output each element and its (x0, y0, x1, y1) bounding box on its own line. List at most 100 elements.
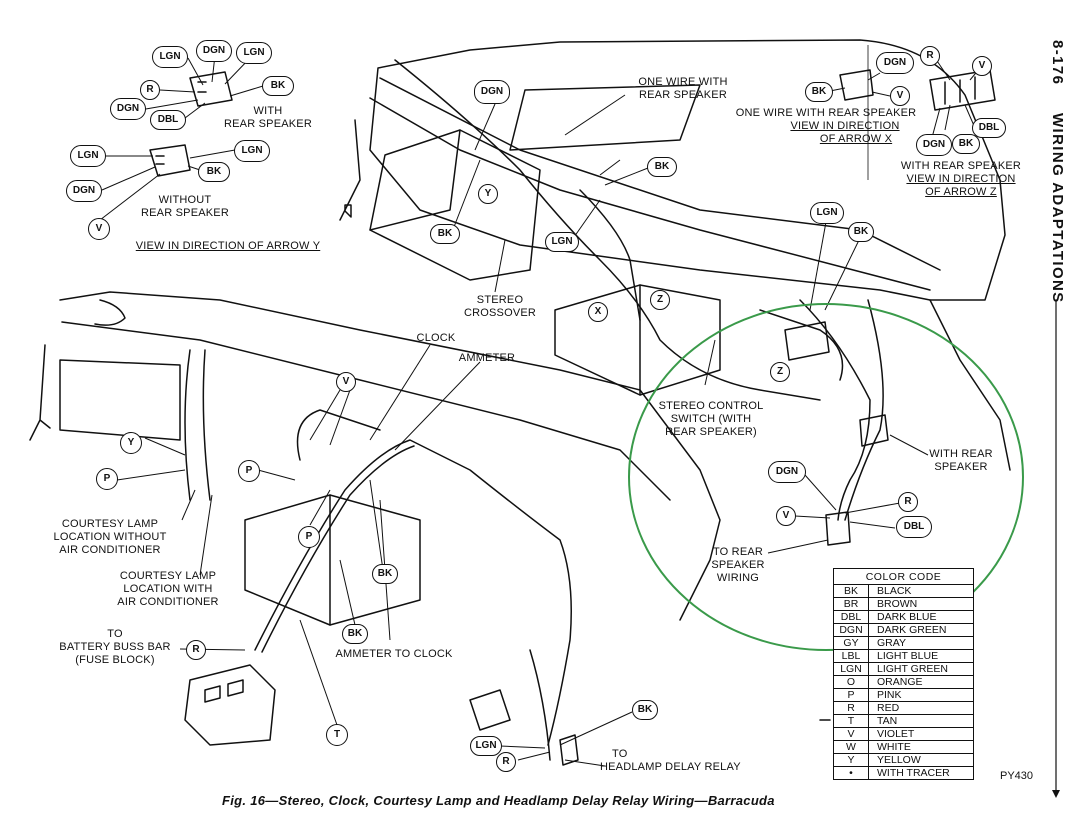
color-abbreviation: P (833, 688, 869, 702)
color-name: DARK GREEN (868, 623, 974, 637)
arrow-z-tag: Z (770, 362, 790, 382)
label-clock: CLOCK (416, 332, 456, 344)
wire-tag-lgn-tracer: LGN (234, 140, 270, 162)
wire-tag-bk: BK (198, 162, 230, 182)
color-abbreviation: LGN (833, 662, 869, 676)
arrow-y-tag: Y (478, 184, 498, 204)
wire-tag-v: V (88, 218, 110, 240)
label-ammeter: AMMETER (458, 352, 516, 364)
wire-tag-t: T (326, 724, 348, 746)
color-abbreviation: BR (833, 597, 869, 611)
color-abbreviation: • (833, 766, 869, 780)
color-name: YELLOW (868, 753, 974, 767)
wire-tag-lgn: LGN (152, 46, 188, 68)
wire-tag-p: P (298, 526, 320, 548)
wire-tag-v: V (776, 506, 796, 526)
wire-tag-bk: BK (848, 222, 874, 242)
arrow-x-tag: X (588, 302, 608, 322)
color-name: BROWN (868, 597, 974, 611)
color-name: GRAY (868, 636, 974, 650)
wire-tag-dgn-tracer: DGN (474, 80, 510, 104)
color-code-title: COLOR CODE (833, 568, 974, 585)
wire-tag-dgn: DGN (876, 52, 914, 74)
wire-tag-dgn: DGN (768, 461, 806, 483)
wire-tag-r: R (920, 46, 940, 66)
section-name: WIRING ADAPTATIONS (1049, 112, 1066, 304)
wire-tag-dgn-tracer: DGN (110, 98, 146, 120)
arrow-z-tag: Z (650, 290, 670, 310)
wire-tag-y: Y (120, 432, 142, 454)
wire-tag-bk: BK (632, 700, 658, 720)
color-abbreviation: T (833, 714, 869, 728)
highlight-ellipse (628, 303, 1024, 651)
label-one-wire-view-x: ONE WIRE WITH REAR SPEAKER VIEW IN DIREC… (735, 107, 917, 145)
color-name: WITH TRACER (868, 766, 974, 780)
wire-tag-dgn: DGN (916, 134, 952, 156)
wire-tag-lgn: LGN (545, 232, 579, 252)
section-number: 8-176 (1049, 40, 1066, 86)
wire-tag-bk: BK (952, 134, 980, 154)
wire-tag-bk: BK (372, 564, 398, 584)
color-name: WHITE (868, 740, 974, 754)
wire-tag-p: P (238, 460, 260, 482)
color-abbreviation: BK (833, 584, 869, 598)
wire-tag-dbl: DBL (972, 118, 1006, 138)
color-abbreviation: V (833, 727, 869, 741)
wire-tag-bk: BK (342, 624, 368, 644)
color-name: ORANGE (868, 675, 974, 689)
wire-tag-lgn-tracer: LGN (236, 42, 272, 64)
wire-tag-v: V (972, 56, 992, 76)
color-abbreviation: DGN (833, 623, 869, 637)
figure-caption: Fig. 16—Stereo, Clock, Courtesy Lamp and… (222, 793, 775, 808)
color-name: PINK (868, 688, 974, 702)
wire-tag-p: P (96, 468, 118, 490)
color-name: RED (868, 701, 974, 715)
label-view-arrow-y: VIEW IN DIRECTION OF ARROW Y (135, 240, 321, 252)
color-abbreviation: LBL (833, 649, 869, 663)
section-title: 8-176 WIRING ADAPTATIONS (1040, 40, 1066, 320)
color-abbreviation: R (833, 701, 869, 715)
color-abbreviation: W (833, 740, 869, 754)
wire-tag-bk: BK (262, 76, 294, 96)
color-name: LIGHT BLUE (868, 649, 974, 663)
color-abbreviation: GY (833, 636, 869, 650)
wire-tag-dbl: DBL (150, 110, 186, 130)
wire-tag-bk: BK (430, 224, 460, 244)
wire-tag-bk: BK (647, 157, 677, 177)
wire-tag-dgn: DGN (66, 180, 102, 202)
wire-tag-v: V (890, 86, 910, 106)
color-name: TAN (868, 714, 974, 728)
color-abbreviation: O (833, 675, 869, 689)
wire-tag-r: R (898, 492, 918, 512)
wire-tag-r: R (496, 752, 516, 772)
color-name: VIOLET (868, 727, 974, 741)
wire-tag-r: R (186, 640, 206, 660)
wire-tag-lgn: LGN (70, 145, 106, 167)
wire-tag-r: R (140, 80, 160, 100)
